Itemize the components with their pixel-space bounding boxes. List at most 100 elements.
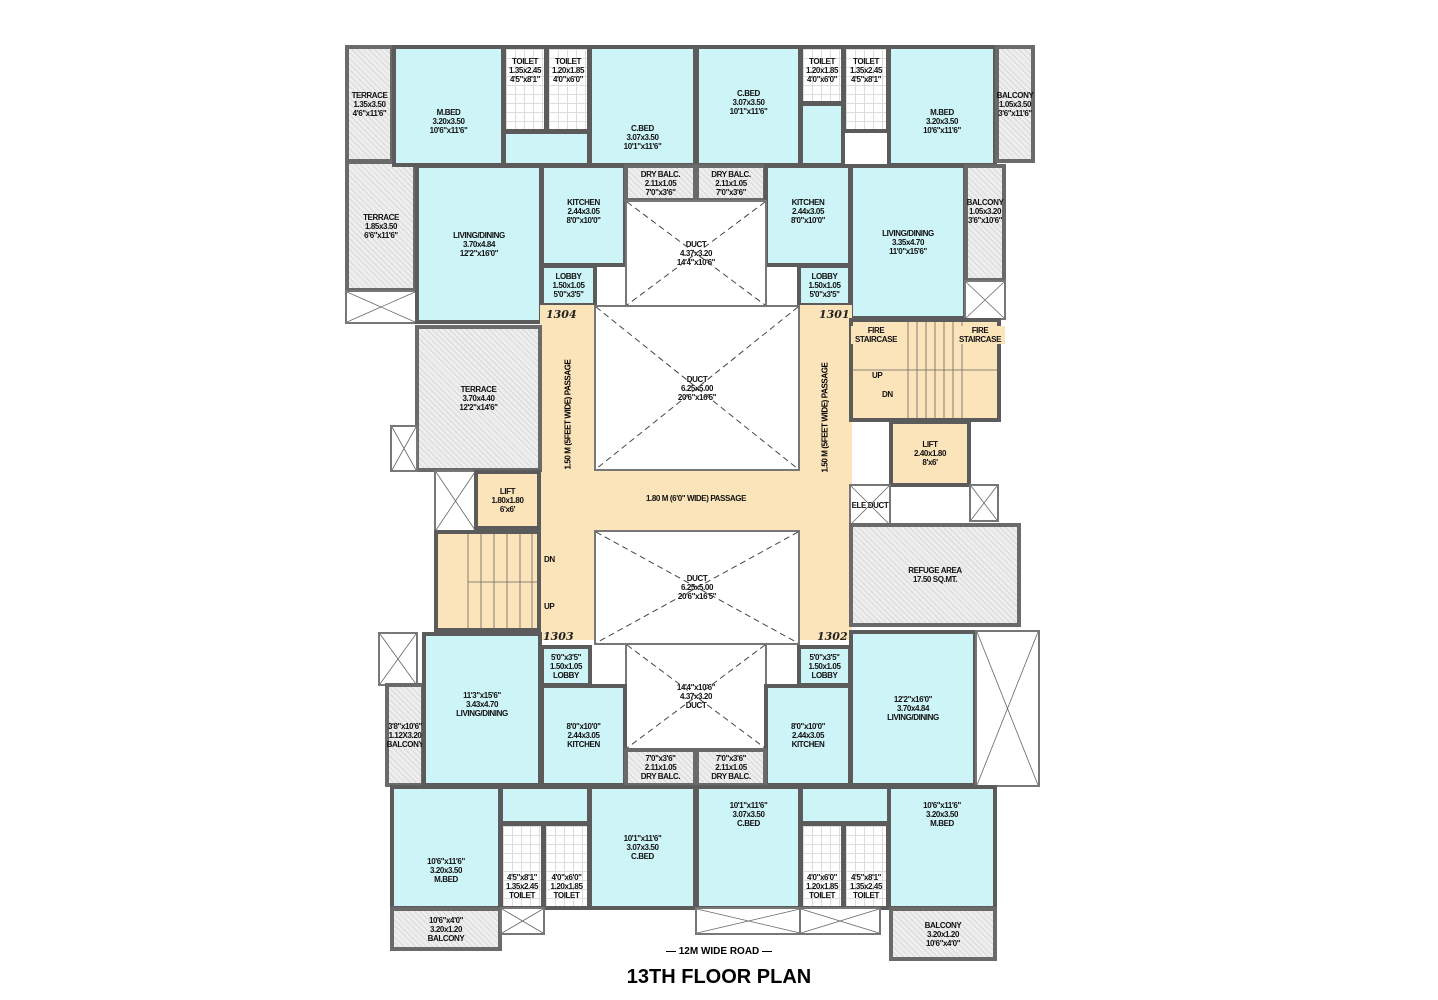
room-label-line: 10'1"x11'6" [623, 834, 662, 843]
room-label-line: 2.11x1.05 [715, 178, 747, 188]
room-label-line: 5'0"x3'5" [550, 652, 582, 662]
room-label-line: 4.37x3.20 [680, 692, 712, 701]
room-label-line: 3.07x3.50 [626, 133, 659, 142]
room-label-line: 7'0"x3'6" [715, 754, 747, 763]
bed-passage-1304 [502, 130, 591, 167]
stair-down-label: DN [882, 390, 893, 399]
room-label-line: M.BED [930, 819, 954, 828]
passage-horizontal-label: 1.80 M (6'0" WIDE) PASSAGE [646, 494, 747, 503]
room-label-line: 12'2"x16'0" [893, 695, 933, 704]
room-label-line: DUCT [686, 374, 708, 384]
open-shaft-box [969, 484, 999, 522]
room-label-line: C.BED [631, 852, 654, 861]
room-label-line: 5'0"x3'5" [809, 652, 840, 662]
room-label-line: 11'0"x15'6" [889, 246, 927, 256]
room-label-line: 6.25x5.00 [681, 383, 713, 393]
stair-up-label: UP [544, 602, 555, 611]
room-label-line: 8'0"x10'0" [566, 722, 601, 731]
room-label-line: 4'5"x8'1" [506, 873, 538, 882]
room-label-line: 1.85x3.50 [365, 221, 397, 231]
room-label-line: LIVING/DINING [882, 228, 934, 238]
room-label-line: 3.07x3.50 [732, 98, 765, 107]
room-label-line: 12'2"x14'6" [459, 403, 498, 412]
room-label-line: 3.20x3.50 [430, 866, 462, 875]
room-label-line: 2.11x1.05 [644, 178, 677, 188]
room-label-line: 1.35x3.50 [353, 99, 386, 109]
room-label-line: 1.35x2.45 [506, 882, 538, 891]
room-label-line: 4'0"x6'0" [806, 75, 838, 84]
room-label-line: 4'0"x6'0" [551, 873, 582, 882]
room-label-line: 6'x6' [499, 504, 516, 514]
room-label-line: 3.35x4.70 [892, 237, 924, 247]
room-label-line: 1.50x1.05 [808, 281, 841, 290]
fire-staircase-label: FIRE STAIRCASE [955, 326, 1005, 344]
room-label-line: 3.70x4.84 [463, 239, 495, 249]
stair-up-label: UP [872, 371, 883, 380]
room-label-line: LOBBY [811, 272, 838, 281]
room-label-line: BALCONY [966, 198, 1004, 207]
room-label-line: TOILET [853, 891, 879, 900]
room-label-line: DRY BALC. [711, 772, 751, 781]
room-label-line: 14'4"x10'6" [676, 683, 716, 692]
room-label-line: KITCHEN [567, 740, 600, 749]
room-label-line: LIFT [922, 440, 938, 449]
open-shaft-box [799, 907, 881, 935]
room-label-line: BALCONY [924, 920, 962, 930]
unit-number-1302: 1302 [817, 630, 848, 643]
room-label-line: 3.43x4.70 [466, 700, 498, 709]
room-label-line: 7'0"x3'6" [645, 754, 676, 763]
plan-title: 13TH FLOOR PLAN [626, 966, 812, 988]
room-label-line: DRY BALC. [640, 772, 681, 781]
stair-down-label: DN [544, 555, 555, 564]
room-label-line: 10'6"x4'0" [428, 915, 464, 925]
room-label-line: 10'6"x4'0" [925, 938, 961, 948]
room-label-line: 10'6"x11'6" [923, 801, 961, 810]
room-label-line: LIVING/DINING [887, 713, 939, 722]
room-label-line: 4'0"x6'0" [806, 873, 838, 882]
room-label-line: LOBBY [552, 670, 579, 680]
room-label-line: 12'2"x16'0" [459, 248, 499, 258]
passage-horizontal [540, 470, 852, 532]
room-label-line: M.BED [436, 108, 461, 117]
room-label-line: 3.07x3.50 [732, 810, 765, 819]
room-label-line: C.BED [737, 89, 760, 98]
room-label-line: 3.07x3.50 [626, 843, 659, 852]
room-label-line: 3.20x1.20 [927, 929, 959, 939]
room-label-line: TOILET [809, 891, 835, 900]
room-label-line: 2.44x3.05 [567, 731, 600, 740]
room-label-line: 1.12X3.20 [388, 730, 422, 740]
passage-right-label: 1.50 M (5FEET WIDE) PASSAGE [820, 362, 830, 473]
room-label-line: 1.20x1.85 [806, 66, 838, 75]
room-label-line: 10'1"x11'6" [729, 107, 768, 116]
room-label-line: 10'6"x11'6" [429, 126, 468, 135]
room-label-line: 8'0"x10'0" [790, 216, 826, 225]
room-label-line: 5'0"x3'5" [809, 290, 840, 299]
room-label-line: 1.35x2.45 [850, 882, 882, 891]
electrical-duct: ELE DUCT [849, 484, 891, 526]
room-label-line: LIVING/DINING [453, 230, 505, 240]
room-label-line: 7'0"x3'6" [645, 187, 676, 197]
open-shaft-box [964, 280, 1006, 320]
room-label-line: TOILET [555, 57, 581, 66]
room-label-line: KITCHEN [791, 198, 825, 207]
room-label-line: 2.44x3.05 [792, 207, 824, 216]
